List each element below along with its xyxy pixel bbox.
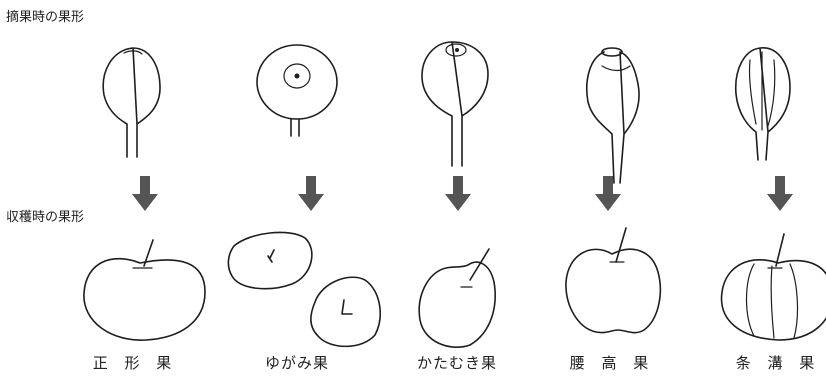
mature-fruit-distorted-bottom: [310, 276, 381, 348]
young-fruit-tall: [586, 47, 640, 184]
mature-fruit-distorted-top: [227, 231, 313, 290]
mature-fruit-ribbed: [720, 233, 826, 341]
young-fruit-ribbed: [735, 47, 791, 161]
young-fruit-distorted: [256, 44, 338, 137]
arrow-down-icon: [298, 176, 324, 211]
arrow-down-icon: [132, 176, 158, 211]
young-fruit-normal: [102, 47, 161, 158]
young-fruit-lopsided: [421, 41, 489, 167]
arrow-down-icon: [767, 176, 793, 211]
mature-fruit-normal: [83, 239, 206, 341]
caption-lopsided-fruit: かたむき果: [416, 354, 498, 372]
caption-ribbed-fruit: 条 溝 果: [735, 354, 821, 372]
caption-normal-fruit: 正 形 果: [92, 354, 178, 372]
harvest-stage-label: 収穫時の果形: [6, 210, 85, 225]
mature-fruit-tall: [565, 227, 662, 334]
caption-tall-fruit: 腰 高 果: [569, 354, 655, 372]
mature-fruit-lopsided: [418, 248, 496, 349]
caption-distorted-fruit: ゆがみ果: [264, 354, 330, 372]
arrow-down-icon: [445, 176, 471, 211]
arrow-down-icon: [595, 176, 621, 211]
thinning-stage-label: 摘果時の果形: [6, 10, 85, 25]
